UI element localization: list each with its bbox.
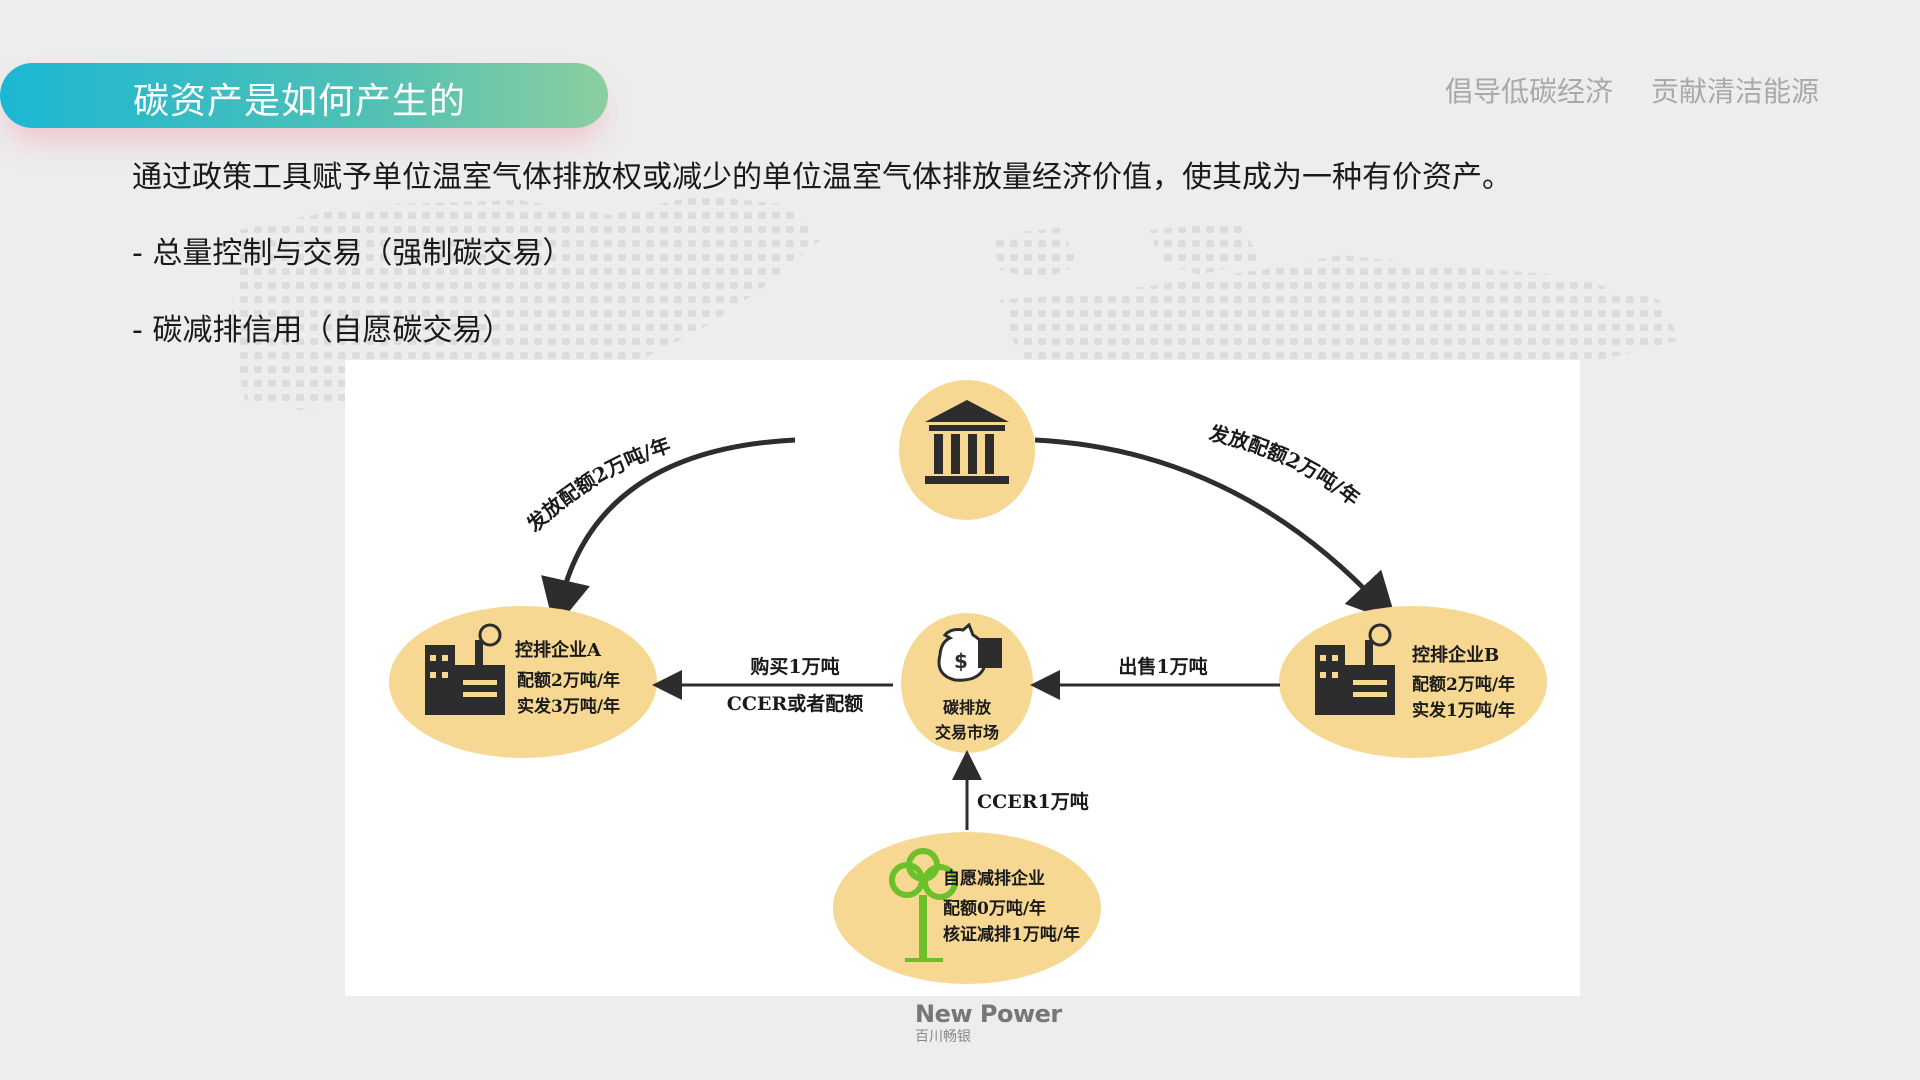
slogan-low-carbon: 倡导低碳经济: [1445, 75, 1614, 108]
sell-label: 出售1万吨: [1118, 655, 1207, 678]
svg-text:$: $: [954, 649, 968, 673]
company-b-name: 控排企业B: [1412, 644, 1499, 666]
footer-brand-chinese: 百川畅银: [915, 1029, 971, 1045]
voluntary-company-verified: 核证减排1万吨/年: [943, 924, 1080, 945]
market-label-line2: 交易市场: [935, 723, 999, 742]
factory-icon-a: [425, 623, 505, 715]
carbon-flow-diagram: 发放配额2万吨/年 发放配额2万吨/年 控排企业A 配额2万吨/年 实发3万吨/…: [345, 360, 1580, 996]
slogan-clean-energy: 贡献清洁能源: [1651, 75, 1820, 108]
company-a-quota: 配额2万吨/年: [517, 670, 620, 691]
section-title: 碳资产是如何产生的: [133, 81, 467, 122]
money-bag-icon: $: [937, 622, 1002, 682]
allocation-label-right: 发放配额2万吨/年: [1206, 421, 1365, 511]
allocation-arrow-right: [1034, 437, 1398, 624]
footer-logo: New Power 百川畅银: [915, 1000, 1062, 1046]
government-node: [899, 380, 1035, 520]
buy-label-line2: CCER或者配额: [727, 692, 864, 715]
ccer-label: CCER1万吨: [977, 790, 1089, 813]
tree-icon: [889, 848, 958, 962]
government-building-icon: [925, 400, 1009, 484]
company-a-actual: 实发3万吨/年: [517, 696, 620, 717]
market-label-line1: 碳排放: [943, 698, 992, 717]
company-b-quota: 配额2万吨/年: [1412, 674, 1515, 695]
allocation-arrow-left: [541, 437, 796, 630]
voluntary-company-quota: 配额0万吨/年: [943, 898, 1046, 919]
company-b-node: [1279, 606, 1547, 758]
intro-paragraph: 通过政策工具赋予单位温室气体排放权或减少的单位温室气体排放量经济价值，使其成为一…: [132, 160, 1512, 195]
buy-label-line1: 购买1万吨: [750, 655, 839, 678]
company-a-node: [389, 606, 657, 758]
voluntary-company-name: 自愿减排企业: [943, 868, 1045, 889]
footer-brand: New Power: [915, 1000, 1062, 1028]
company-b-actual: 实发1万吨/年: [1412, 700, 1515, 721]
company-a-name: 控排企业A: [515, 639, 602, 661]
bullet-cap-and-trade: - 总量控制与交易（强制碳交易）: [132, 236, 573, 271]
bullet-carbon-credit: - 碳减排信用（自愿碳交易）: [132, 313, 513, 348]
section-title-banner: 碳资产是如何产生的: [0, 63, 608, 128]
factory-icon-b: [1315, 623, 1395, 715]
